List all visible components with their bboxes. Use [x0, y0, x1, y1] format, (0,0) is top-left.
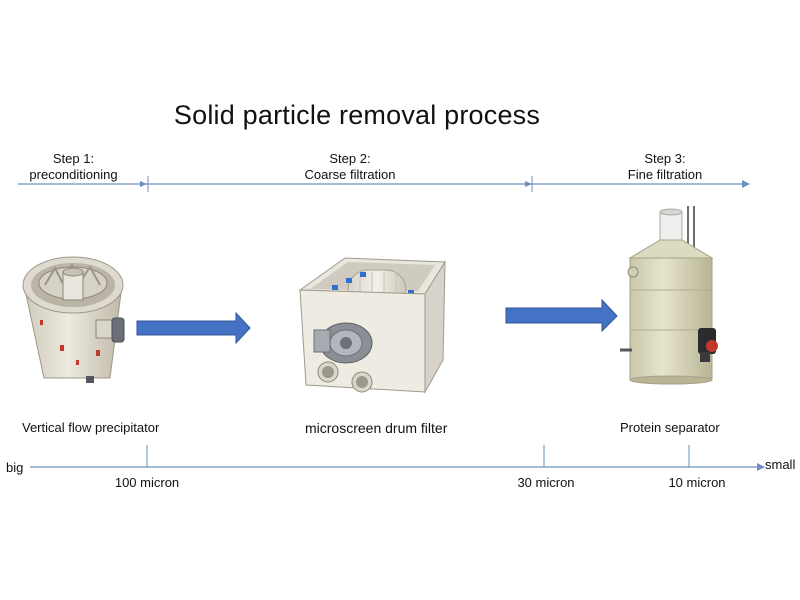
step-1-number: Step 1:	[52, 151, 95, 166]
protein-separator-image	[620, 206, 718, 385]
step2-end-arrowhead	[525, 181, 532, 187]
step-2-name: Coarse filtration	[304, 167, 396, 182]
step-1-name: preconditioning	[29, 167, 118, 182]
step1-end-arrowhead	[140, 181, 147, 187]
step-3-number: Step 3:	[644, 151, 686, 166]
step-timeline-arrowhead	[742, 180, 750, 188]
scale-tick-label-30: 30 micron	[517, 475, 575, 490]
flow-arrow-1	[136, 311, 251, 345]
equipment-label-drum-filter: microscreen drum filter	[305, 420, 448, 436]
step-2-header: Step 2: Coarse filtration	[290, 151, 410, 183]
equipment-label-precipitator: Vertical flow precipitator	[22, 420, 160, 435]
scale-start-label: big	[6, 460, 24, 475]
step-3-header: Step 3: Fine filtration	[610, 151, 720, 183]
scale-tick-label-100: 100 micron	[114, 475, 180, 490]
scale-end-label: small	[765, 457, 796, 472]
scale-tick-label-10: 10 micron	[668, 475, 726, 490]
equipment-label-protein-separator: Protein separator	[620, 420, 720, 435]
flow-arrow-2	[505, 298, 618, 333]
step-2-number: Step 2:	[329, 151, 371, 166]
vertical-flow-precipitator-image	[22, 256, 125, 383]
size-scale-arrowhead	[757, 463, 765, 471]
step-3-name: Fine filtration	[627, 167, 703, 182]
step-1-header: Step 1: preconditioning	[20, 151, 127, 183]
microscreen-drum-filter-image	[298, 257, 446, 394]
diagram-title: Solid particle removal process	[173, 100, 541, 130]
